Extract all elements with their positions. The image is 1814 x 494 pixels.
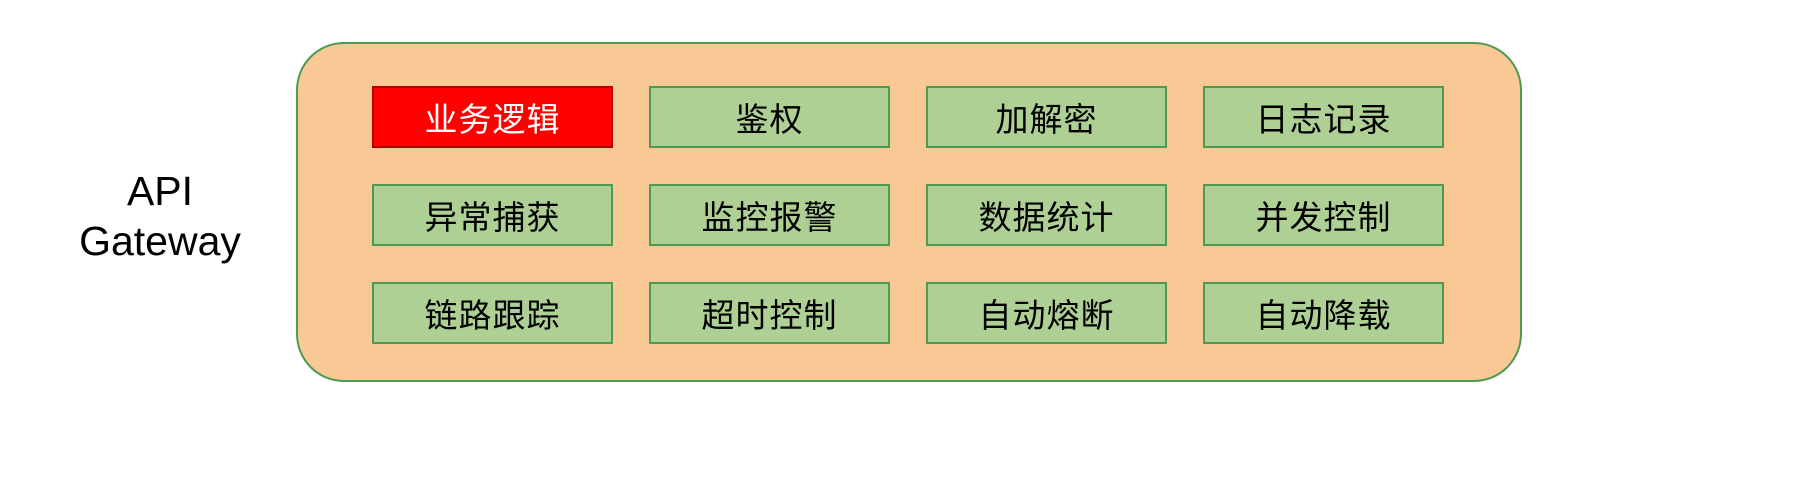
feature-box-concurrency-control: 并发控制 (1203, 184, 1444, 246)
feature-box-authentication: 鉴权 (649, 86, 890, 148)
api-gateway-label-line2: Gateway (79, 218, 241, 265)
feature-box-data-statistics: 数据统计 (926, 184, 1167, 246)
feature-box-auto-load-shedding: 自动降载 (1203, 282, 1444, 344)
feature-box-monitoring-alert: 监控报警 (649, 184, 890, 246)
feature-box-logging: 日志记录 (1203, 86, 1444, 148)
feature-box-auto-circuit-break: 自动熔断 (926, 282, 1167, 344)
gateway-features-panel: 业务逻辑 鉴权 加解密 日志记录 异常捕获 监控报警 数据统计 并发控制 链路跟… (296, 42, 1522, 382)
feature-box-exception-capture: 异常捕获 (372, 184, 613, 246)
feature-box-timeout-control: 超时控制 (649, 282, 890, 344)
api-gateway-label-line1: API (126, 168, 194, 214)
feature-box-trace-tracking: 链路跟踪 (372, 282, 613, 344)
feature-box-encryption-decryption: 加解密 (926, 86, 1167, 148)
api-gateway-label: API Gateway (40, 166, 280, 266)
feature-box-business-logic: 业务逻辑 (372, 86, 613, 148)
